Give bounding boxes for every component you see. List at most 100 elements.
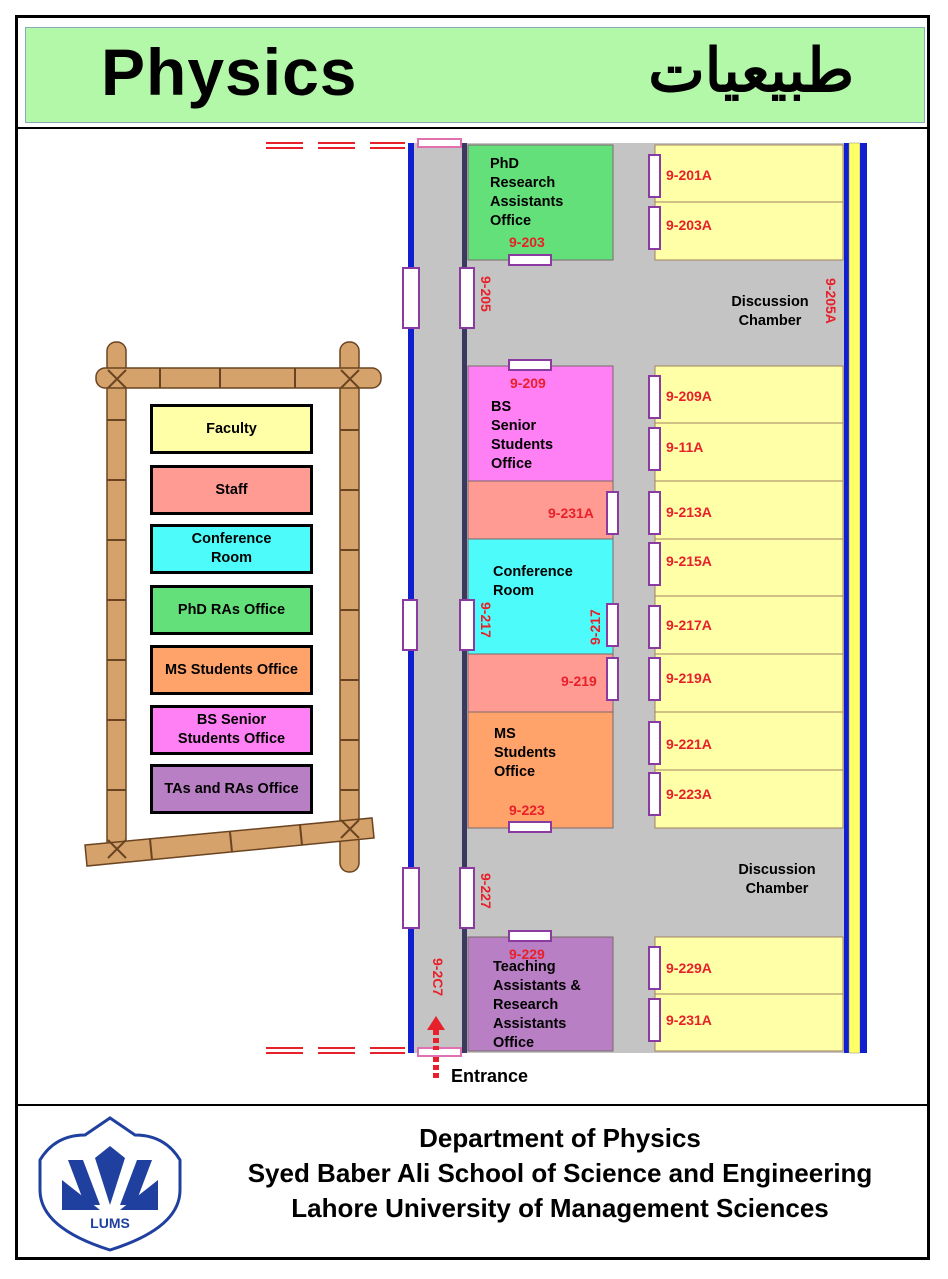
door-9-223a <box>648 772 661 816</box>
entrance-label: Entrance <box>451 1066 529 1086</box>
door-9-213a <box>648 491 661 535</box>
page-title: Physics <box>101 35 358 109</box>
outdoor-path-lines <box>266 142 405 1054</box>
room-number-9-229: 9-229 <box>509 946 545 962</box>
lums-logo-text: LUMS <box>90 1215 130 1231</box>
footer-school: Syed Baber Ali School of Science and Eng… <box>247 1158 873 1188</box>
page-frame <box>15 15 930 1260</box>
faculty-number: 9-213A <box>666 504 712 520</box>
entrance-arrow-icon <box>427 1016 445 1078</box>
faculty-number: 9-229A <box>666 960 712 976</box>
room-number-9-219: 9-219 <box>561 673 597 689</box>
room-9-219a <box>654 653 844 713</box>
header-divider <box>18 127 928 129</box>
room-9-231a <box>654 993 844 1052</box>
door-9-227 <box>459 867 475 929</box>
door-9-231a-staff <box>606 491 619 535</box>
room-staff-231a <box>467 480 614 540</box>
room-bs-office <box>467 365 614 482</box>
legend-phd-ras-office: PhD RAs Office <box>150 585 313 635</box>
door-west-217 <box>402 599 418 651</box>
room-number-9-209: 9-209 <box>510 375 546 391</box>
faculty-number: 9-215A <box>666 553 712 569</box>
corridor-label-9-217: 9-217 <box>478 602 494 638</box>
room-9-203a <box>654 201 844 261</box>
door-9-203a <box>648 206 661 250</box>
corridor-label-9-205: 9-205 <box>478 276 494 312</box>
room-9-229a <box>654 936 844 995</box>
west-wall-blue <box>408 143 414 1053</box>
door-9-219-staff <box>606 657 619 701</box>
door-9-229a <box>648 946 661 990</box>
door-9-217-corridor <box>459 599 475 651</box>
door-9-205 <box>459 267 475 329</box>
legend-ms-students-office: MS Students Office <box>150 645 313 695</box>
door-9-201a <box>648 154 661 198</box>
faculty-number: 9-217A <box>666 617 712 633</box>
legend-conference-room: Conference Room <box>150 524 313 574</box>
room-number-9-223: 9-223 <box>509 802 545 818</box>
legend-bs-senior-office: BS Senior Students Office <box>150 705 313 755</box>
legend-staff: Staff <box>150 465 313 515</box>
door-9-219a <box>648 657 661 701</box>
east-wall-blue-inner <box>844 143 849 1053</box>
faculty-number: 9-223A <box>666 786 712 802</box>
door-9-223 <box>508 821 552 833</box>
door-9-203 <box>508 254 552 266</box>
faculty-rooms <box>654 144 844 1052</box>
door-9-209 <box>508 359 552 371</box>
room-ta-office <box>467 936 614 1052</box>
room-9-213a <box>654 480 844 540</box>
door-west-205 <box>402 267 420 329</box>
faculty-room-numbers: 9-201A 9-203A 9-209A 9-11A 9-213A 9-215A… <box>666 167 712 1028</box>
room-9-201a <box>654 144 844 203</box>
room-conference <box>467 538 614 655</box>
door-9-229 <box>508 930 552 942</box>
door-9-231a <box>648 998 661 1042</box>
faculty-number: 9-203A <box>666 217 712 233</box>
room-9-217a <box>654 595 844 655</box>
room-9-209a <box>654 365 844 424</box>
room-ms-office <box>467 711 614 829</box>
inner-wall <box>462 143 467 1053</box>
footer-department: Department of Physics <box>419 1123 701 1153</box>
room-number-9-231a-staff: 9-231A <box>548 505 594 521</box>
door-9-11a <box>648 427 661 471</box>
doors <box>402 138 661 1057</box>
room-9-215a <box>654 538 844 597</box>
corridor-label-9-2c7: 9-2C7 <box>430 958 446 996</box>
faculty-number: 9-221A <box>666 736 712 752</box>
east-wall-blue-outer <box>860 143 867 1053</box>
room-9-223a <box>654 769 844 829</box>
lums-logo-icon: LUMS <box>38 1116 182 1252</box>
footer-university: Lahore University of Management Sciences <box>291 1193 829 1223</box>
door-9-215a <box>648 542 661 586</box>
page-title-urdu: طبیعیات <box>648 36 854 106</box>
legend-tas-ras-office: TAs and RAs Office <box>150 764 313 814</box>
corridor-label-9-205a: 9-205A <box>823 278 839 324</box>
door-bottom-entrance <box>417 1047 462 1057</box>
faculty-number: 9-219A <box>666 670 712 686</box>
room-number-9-217-conf: 9-217 <box>587 609 603 645</box>
legend-faculty: Faculty <box>150 404 313 454</box>
room-9-11a <box>654 422 844 482</box>
door-top-entrance <box>417 138 462 148</box>
door-west-227 <box>402 867 420 929</box>
door-9-221a <box>648 721 661 765</box>
room-number-9-203: 9-203 <box>509 234 545 250</box>
bamboo-frame-icon <box>84 341 382 873</box>
room-staff-219 <box>467 653 614 713</box>
footer-divider <box>18 1104 928 1106</box>
door-9-217-conf <box>606 603 619 647</box>
faculty-number: 9-11A <box>666 439 703 455</box>
room-phd-office <box>467 144 614 261</box>
header-banner: Physics طبیعیات <box>25 27 925 123</box>
door-9-209a <box>648 375 661 419</box>
